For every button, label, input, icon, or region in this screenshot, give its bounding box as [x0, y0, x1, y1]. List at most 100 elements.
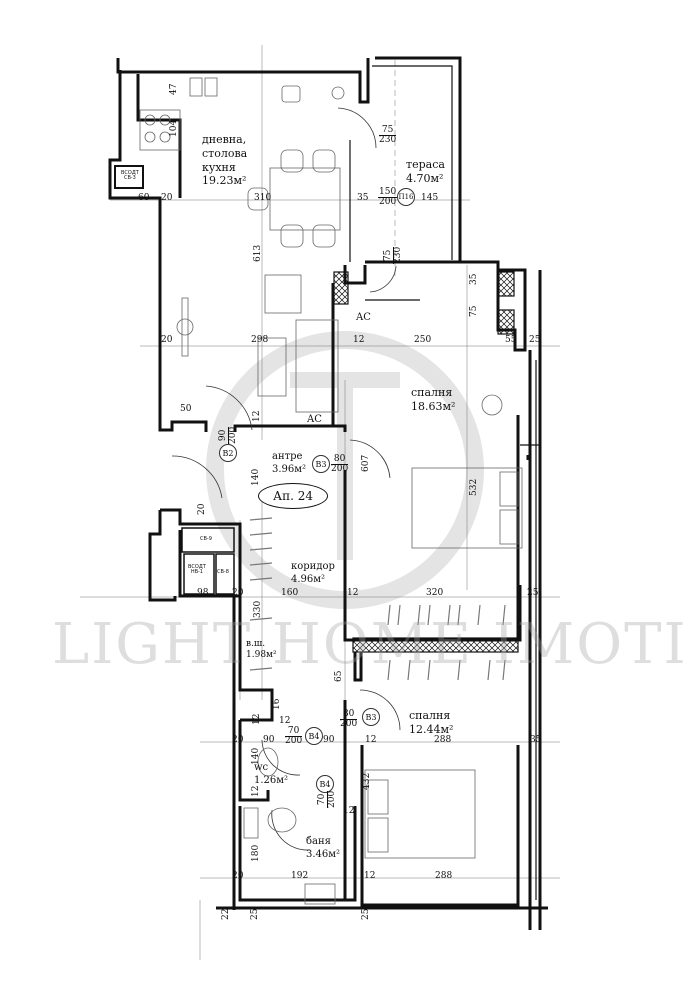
room-area: 3.46м²	[306, 848, 341, 860]
dimension-label: 12	[343, 806, 355, 816]
dimension-label: 25	[527, 588, 539, 598]
room-label-terrace: тераса 4.70м²	[406, 158, 445, 186]
room-name: спалня	[411, 386, 453, 399]
room-area: 4.70м²	[406, 171, 444, 185]
shaft-text: ВСОДТ	[188, 564, 206, 570]
room-area: 12.44м²	[409, 722, 454, 736]
apartment-number-badge: Ап. 24	[258, 483, 328, 509]
room-area: 19.23м²	[202, 174, 247, 188]
opening-size-wc-door: 70 200	[285, 726, 303, 747]
opening-width: 80	[340, 709, 358, 721]
shaft-text: ВСОДТ	[121, 170, 139, 176]
dimension-label: 98	[197, 588, 209, 598]
dimension-label: 140	[251, 468, 261, 486]
door-tag-b4: B4	[305, 727, 323, 745]
dimension-label: 607	[361, 454, 371, 472]
room-name-line: кухня	[202, 160, 236, 174]
room-area: 18.63м²	[411, 399, 456, 413]
opening-height: 200	[331, 464, 349, 475]
door-tag-b2: B2	[219, 444, 237, 462]
door-swings	[171, 107, 401, 851]
door-tag-b3: B3	[362, 708, 380, 726]
opening-size-bath-door: 70 200	[317, 790, 338, 808]
dimension-label: 12	[353, 335, 365, 345]
room-label-bedroom-1: спалня 18.63м²	[411, 386, 455, 414]
dimension-label: 310	[254, 193, 272, 203]
shafts	[114, 165, 235, 595]
dimension-label: 25	[361, 908, 371, 920]
dimension-label: 20	[232, 871, 244, 881]
room-name-line: дневна,	[202, 133, 247, 146]
opening-size-terrace-top: 75 230	[379, 125, 397, 146]
dimension-label: 532	[469, 478, 479, 496]
room-label-living-kitchen: дневна, столова кухня 19.23м²	[202, 133, 247, 188]
room-name: баня	[306, 836, 331, 847]
opening-height: 200	[228, 426, 239, 444]
dimension-label: 104	[169, 119, 179, 137]
room-area: 1.98м²	[246, 650, 277, 661]
shaft-label-sv3: ВСОДТ СВ-3	[121, 171, 139, 181]
opening-height: 230	[379, 135, 397, 146]
dimension-label: 90	[323, 735, 335, 745]
wardrobe-marks	[249, 517, 506, 681]
room-label-entrance: антре 3.96м²	[272, 451, 306, 476]
opening-height: 200	[285, 736, 303, 747]
watermark-text: LIGHT HOME IMOTI	[52, 612, 688, 677]
shaft-label-sv8: СВ-8	[217, 569, 229, 575]
dimension-label: 20	[232, 735, 244, 745]
dimension-label: 12	[365, 735, 377, 745]
ac-label: AC	[356, 312, 371, 323]
dimension-label: 12	[252, 713, 262, 725]
dimension-label: 50	[180, 404, 192, 414]
opening-height: 200	[379, 197, 397, 208]
dimension-label: 12	[279, 716, 291, 726]
dimension-label: 65	[334, 670, 344, 682]
room-label-wc: wc 1.26м²	[254, 762, 288, 787]
dimension-label: 90	[263, 735, 275, 745]
dimension-label: 22	[221, 908, 231, 920]
room-label-bedroom-2: спалня 12.44м²	[409, 709, 453, 737]
room-area: 3.96м²	[272, 463, 307, 475]
room-name: антре	[272, 451, 303, 462]
dimension-label: 25	[250, 908, 260, 920]
shaft-text: СВ-3	[123, 175, 136, 181]
shaft-label-nv1: ВСОДТ НВ-1	[188, 565, 206, 575]
dimension-label: 75	[469, 305, 479, 317]
opening-width: 150	[378, 187, 398, 199]
dimension-label: 47	[169, 83, 179, 95]
furniture	[139, 77, 523, 905]
dimension-label: 250	[414, 335, 432, 345]
opening-size-bedroom-2-door: 80 200	[340, 709, 358, 730]
dimension-label: 288	[434, 735, 452, 745]
opening-height: 200	[340, 719, 358, 730]
door-tag-b4: B4	[316, 775, 334, 793]
dimension-label: 35	[469, 273, 479, 285]
hatched-columns	[333, 271, 519, 653]
dimension-label: 330	[253, 600, 263, 618]
dimension-label: 35	[530, 735, 542, 745]
dimension-label: 20	[161, 335, 173, 345]
opening-size-entrance: 90 200	[218, 426, 239, 444]
opening-size-terrace-door: 150 200	[378, 187, 398, 208]
dimension-label: 145	[421, 193, 439, 203]
dimension-label: 180	[251, 844, 261, 862]
dimension-label: 55	[505, 335, 517, 345]
dimension-label: 160	[281, 588, 299, 598]
dimension-label: 16	[272, 698, 282, 710]
opening-size-bedroom-1-door: 80 200	[331, 454, 349, 475]
room-area: 4.96м²	[291, 573, 326, 585]
room-label-corridor: коридор 4.96м²	[291, 561, 335, 586]
window-tag-p16: П16	[397, 188, 415, 206]
opening-width: 70	[285, 726, 303, 738]
dimension-label: 20	[161, 193, 173, 203]
room-name: в.ш.	[246, 639, 266, 649]
dimension-label: 20	[232, 588, 244, 598]
opening-width: 80	[331, 454, 349, 466]
thin-walls	[349, 65, 540, 900]
shaft-text: НВ-1	[190, 569, 203, 575]
dimension-label: 320	[426, 588, 444, 598]
dimension-label: 12	[251, 785, 261, 797]
opening-height: 200	[327, 790, 338, 808]
room-name: спалня	[409, 709, 451, 722]
